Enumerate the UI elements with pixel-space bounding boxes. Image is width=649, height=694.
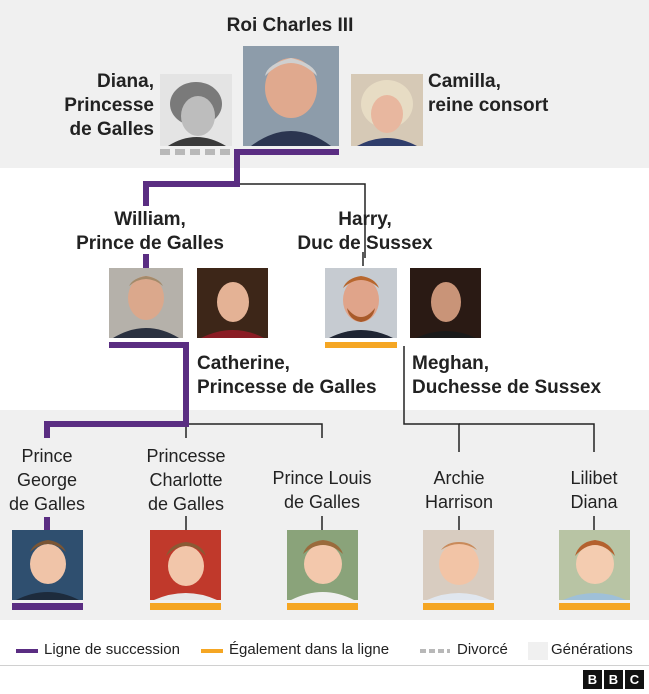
archie-name: Archie Harrison xyxy=(404,466,514,514)
connector-william-charlotte-louis xyxy=(186,423,323,438)
charlotte-photo xyxy=(150,530,221,600)
william-name-line2: Prince de Galles xyxy=(76,233,224,254)
lilibet-photo xyxy=(559,530,630,600)
bbc-logo: B B C xyxy=(583,670,645,690)
harry-photo xyxy=(325,268,397,338)
catherine-name-line2: Princesse de Galles xyxy=(197,377,377,398)
bbc-logo-b1: B xyxy=(583,670,602,689)
legend-succession-swatch xyxy=(16,649,38,653)
charlotte-name: Princesse Charlotte de Galles xyxy=(126,444,246,516)
bbc-logo-c: C xyxy=(625,670,644,689)
harry-name: Harry, Duc de Sussex xyxy=(275,208,455,256)
harry-name-line1: Harry, xyxy=(338,209,392,230)
orange-bar-louis xyxy=(287,603,358,610)
catherine-name-line1: Catherine, xyxy=(197,353,290,374)
legend-also-in-line-swatch xyxy=(201,649,223,653)
bbc-logo-b2: B xyxy=(604,670,623,689)
meghan-photo xyxy=(410,268,481,338)
legend-generations-label: Générations xyxy=(551,641,633,658)
louis-photo xyxy=(287,530,358,600)
george-photo xyxy=(12,530,83,600)
george-name-line1: Prince xyxy=(21,446,73,466)
legend-divorced-label: Divorcé xyxy=(457,641,508,658)
george-name: Prince George de Galles xyxy=(0,444,94,516)
orange-bar-archie xyxy=(423,603,494,610)
legend-also-in-line-label: Également dans la ligne xyxy=(229,641,390,658)
archie-photo xyxy=(423,530,494,600)
archie-name-line1: Archie xyxy=(433,468,485,488)
diana-photo xyxy=(160,74,232,146)
diana-name-line3: de Galles xyxy=(69,119,155,140)
catherine-photo xyxy=(197,268,268,338)
charles-name: Roi Charles III xyxy=(226,15,354,36)
diana-name: Diana, Princesse de Galles xyxy=(40,70,154,142)
george-name-line2: George xyxy=(16,470,78,490)
meghan-name-line2: Duchesse de Sussex xyxy=(412,377,602,398)
meghan-name: Meghan, Duchesse de Sussex xyxy=(412,352,642,400)
connector-archie-lilibet xyxy=(459,423,595,452)
louis-name-line1: Prince Louis xyxy=(272,468,372,488)
lilibet-name-line2: Diana xyxy=(570,492,618,512)
william-name-line1: William, xyxy=(114,209,186,230)
william-name: William, Prince de Galles xyxy=(60,208,240,256)
louis-name: Prince Louis de Galles xyxy=(257,466,387,514)
camilla-name-line2: reine consort xyxy=(428,95,549,116)
charlotte-name-line1: Princesse xyxy=(146,446,226,466)
charlotte-name-line3: de Galles xyxy=(147,494,225,514)
louis-name-line2: de Galles xyxy=(283,492,361,512)
purple-bar-george xyxy=(12,603,83,610)
lilibet-name: Lilibet Diana xyxy=(539,466,649,514)
orange-bar-harry xyxy=(325,342,397,348)
meghan-name-line1: Meghan, xyxy=(412,353,490,374)
archie-name-line2: Harrison xyxy=(424,492,494,512)
camilla-photo xyxy=(351,74,423,146)
charles-photo xyxy=(243,46,339,146)
charlotte-name-line2: Charlotte xyxy=(149,470,223,490)
harry-name-line2: Duc de Sussex xyxy=(297,233,433,254)
footer-divider xyxy=(0,665,649,666)
orange-bar-charlotte xyxy=(150,603,221,610)
legend-succession-label: Ligne de succession xyxy=(44,641,180,658)
orange-bar-lilibet xyxy=(559,603,630,610)
legend-divorced-swatch xyxy=(420,649,450,653)
diana-name-line2: Princesse xyxy=(64,95,154,116)
succession-line-charles-william xyxy=(143,149,339,206)
camilla-name-line1: Camilla, xyxy=(428,71,501,92)
george-name-line3: de Galles xyxy=(8,494,86,514)
legend: Ligne de succession Également dans la li… xyxy=(0,632,649,668)
william-photo xyxy=(109,268,183,338)
connector-harry-children xyxy=(403,346,460,452)
diana-name-line1: Diana, xyxy=(96,71,154,92)
legend-generations-swatch xyxy=(528,642,548,660)
connector-charles-harry xyxy=(240,183,366,258)
succession-line-william-george xyxy=(44,342,189,438)
lilibet-name-line1: Lilibet xyxy=(570,468,618,488)
camilla-name: Camilla, reine consort xyxy=(428,70,628,118)
catherine-name: Catherine, Princesse de Galles xyxy=(197,352,417,400)
